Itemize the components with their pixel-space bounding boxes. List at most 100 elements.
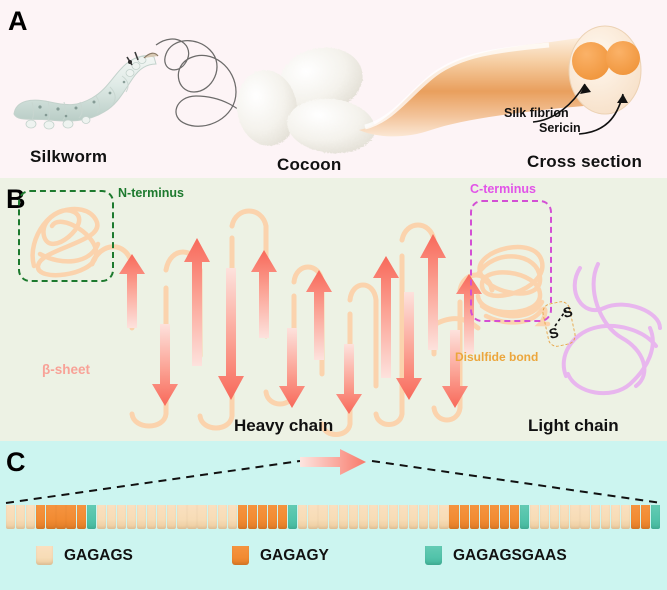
panel-b-letter: B (6, 184, 26, 214)
sequence-block-gagagy (489, 505, 499, 529)
sequence-block-gagagy (640, 505, 651, 529)
legend-label-gagagsgaas: GAGAGSGAAS (453, 546, 567, 564)
sequence-block-gagags (308, 505, 318, 529)
disulfide-bond-label: Disulfide bond (455, 350, 539, 364)
sequence-block-gagags (409, 505, 419, 529)
silkworm-image (13, 51, 159, 130)
sequence-block-gagags (207, 505, 217, 529)
sequence-block-gagagy (76, 505, 86, 529)
sequence-block-gagags (348, 505, 358, 529)
sequence-block-gagags (116, 505, 127, 529)
sequence-block-gagags (177, 505, 187, 529)
sequence-block-gagagy (247, 505, 258, 529)
sequence-block-gagags (429, 505, 439, 529)
sequence-block-gagagy (278, 505, 288, 529)
legend-label-gagagy: GAGAGY (260, 546, 329, 564)
panel-a: A (0, 0, 667, 178)
sequence-block-gagags (217, 505, 227, 529)
sequence-block-gagagsgaas (86, 505, 96, 529)
annotation-sericin: Sericin (539, 121, 581, 135)
sequence-block-gagagy (46, 505, 56, 529)
caption-cocoon: Cocoon (277, 155, 342, 174)
sequence-block-gagags (399, 505, 409, 529)
sequence-block-gagagy (268, 505, 278, 529)
sequence-block-gagags (157, 505, 167, 529)
sequence-block-gagags (358, 505, 368, 529)
beta-strand-zoom-arrow (300, 449, 366, 475)
cocoon-image (236, 47, 375, 154)
sequence-block-gagagy (509, 505, 520, 529)
sequence-block-gagags (378, 505, 389, 529)
sequence-block-gagags (600, 505, 610, 529)
sequence-block-gagags (328, 505, 338, 529)
caption-light-chain: Light chain (528, 416, 619, 435)
sequence-block-gagags (197, 505, 207, 529)
n-terminus-label: N-terminus (118, 186, 184, 200)
c-terminus-label: C-terminus (470, 182, 536, 196)
caption-cross-section: Cross section (527, 152, 643, 171)
n-terminus-box (18, 190, 114, 282)
sequence-block-gagagy (237, 505, 247, 529)
sequence-block-gagagy (499, 505, 510, 529)
sequence-block-gagagy (449, 505, 459, 529)
legend-label-gagags: GAGAGS (64, 546, 133, 564)
sequence-block-gagags (620, 505, 630, 529)
sequence-block-gagags (388, 505, 399, 529)
panel-a-letter: A (8, 6, 28, 36)
beta-sheet-arrows (119, 234, 482, 414)
annotation-silk-fibroin: Silk fibrion (504, 106, 569, 120)
motif-legend: GAGAGS GAGAGY GAGAGSGAAS (0, 546, 667, 580)
sequence-block-gagags (590, 505, 600, 529)
sequence-block-gagags (439, 505, 449, 529)
sequence-block-gagags (227, 505, 237, 529)
sequence-block-gagags (550, 505, 560, 529)
sequence-block-gagags (167, 505, 177, 529)
legend-item-gagags: GAGAGS (36, 546, 133, 565)
sequence-block-gagags (368, 505, 378, 529)
caption-silkworm: Silkworm (30, 147, 108, 166)
sequence-block-gagagy (479, 505, 489, 529)
sequence-block-gagagy (66, 505, 76, 529)
caption-heavy-chain: Heavy chain (234, 416, 334, 435)
sequence-block-gagags (530, 505, 540, 529)
sequence-block-gagagy (469, 505, 479, 529)
disulfide-bond-box (540, 299, 578, 349)
panel-b: B (0, 178, 667, 441)
sequence-block-gagags (610, 505, 620, 529)
sequence-block-gagagsgaas (651, 505, 661, 529)
heavy-chain-backbone (89, 208, 495, 437)
sequence-block-gagagsgaas (288, 505, 298, 529)
sequence-block-gagags (106, 505, 116, 529)
sequence-block-gagags (147, 505, 157, 529)
sequence-block-gagags (540, 505, 550, 529)
legend-item-gagagsgaas: GAGAGSGAAS (425, 546, 567, 565)
sequence-block-gagagsgaas (519, 505, 530, 529)
silk-fiber-cross-section-image (359, 25, 642, 137)
panel-c: C GAGAGS GAGAGY (0, 441, 667, 590)
sequence-block-gagags (96, 505, 106, 529)
sequence-block-gagags (187, 505, 197, 529)
legend-item-gagagy: GAGAGY (232, 546, 329, 565)
sequence-block-gagagy (56, 505, 66, 529)
sequence-block-gagags (6, 505, 16, 529)
legend-swatch-gagagy (232, 546, 249, 565)
sequence-block-gagags (419, 505, 429, 529)
light-chain-coil (561, 262, 662, 396)
sequence-block-gagags (298, 505, 308, 529)
panel-c-letter: C (6, 447, 26, 477)
beta-sheet-label: β-sheet (42, 362, 91, 377)
sequence-block-gagags (137, 505, 147, 529)
sequence-motif-bar (6, 505, 661, 529)
sequence-block-gagags (16, 505, 26, 529)
c-terminus-box (470, 200, 552, 322)
sequence-block-gagagy (36, 505, 46, 529)
sequence-block-gagags (318, 505, 328, 529)
sequence-block-gagags (26, 505, 36, 529)
sequence-block-gagags (570, 505, 580, 529)
sequence-block-gagags (560, 505, 570, 529)
sequence-block-gagags (580, 505, 590, 529)
sequence-block-gagagy (257, 505, 268, 529)
sequence-block-gagagy (630, 505, 641, 529)
sequence-block-gagags (338, 505, 348, 529)
